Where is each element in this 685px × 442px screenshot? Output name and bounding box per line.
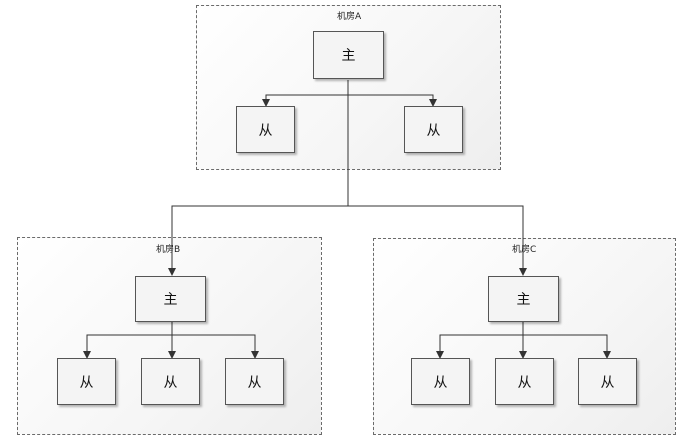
room-a-slave-node-2: 从 xyxy=(404,106,463,153)
room-c-slave-node-1: 从 xyxy=(411,358,470,405)
link-b-master-to-slave-3 xyxy=(172,334,259,359)
room-b-slave-node-1: 从 xyxy=(57,358,116,405)
room-c-slave-node-3: 从 xyxy=(578,358,637,405)
room-c-master-node: 主 xyxy=(488,276,559,322)
link-c-master-to-slave-1 xyxy=(436,322,524,359)
link-b-master-to-slave-1 xyxy=(83,322,173,359)
room-c-slave-node-2: 从 xyxy=(495,358,554,405)
room-c-label: 机房C xyxy=(512,245,537,255)
room-b-master-node: 主 xyxy=(135,276,206,322)
link-a-to-c xyxy=(348,205,527,276)
room-a-slave-node-1: 从 xyxy=(236,106,295,153)
link-a-to-b xyxy=(168,95,349,276)
room-a-label: 机房A xyxy=(337,12,362,22)
link-a-master-to-slave-2 xyxy=(348,94,437,107)
room-b-label: 机房B xyxy=(156,245,181,255)
link-c-master-to-slave-3 xyxy=(523,334,611,359)
room-a-master-node: 主 xyxy=(313,31,384,79)
link-a-master-to-slave-1 xyxy=(262,80,349,107)
room-b-slave-node-3: 从 xyxy=(225,358,284,405)
room-b-slave-node-2: 从 xyxy=(141,358,200,405)
